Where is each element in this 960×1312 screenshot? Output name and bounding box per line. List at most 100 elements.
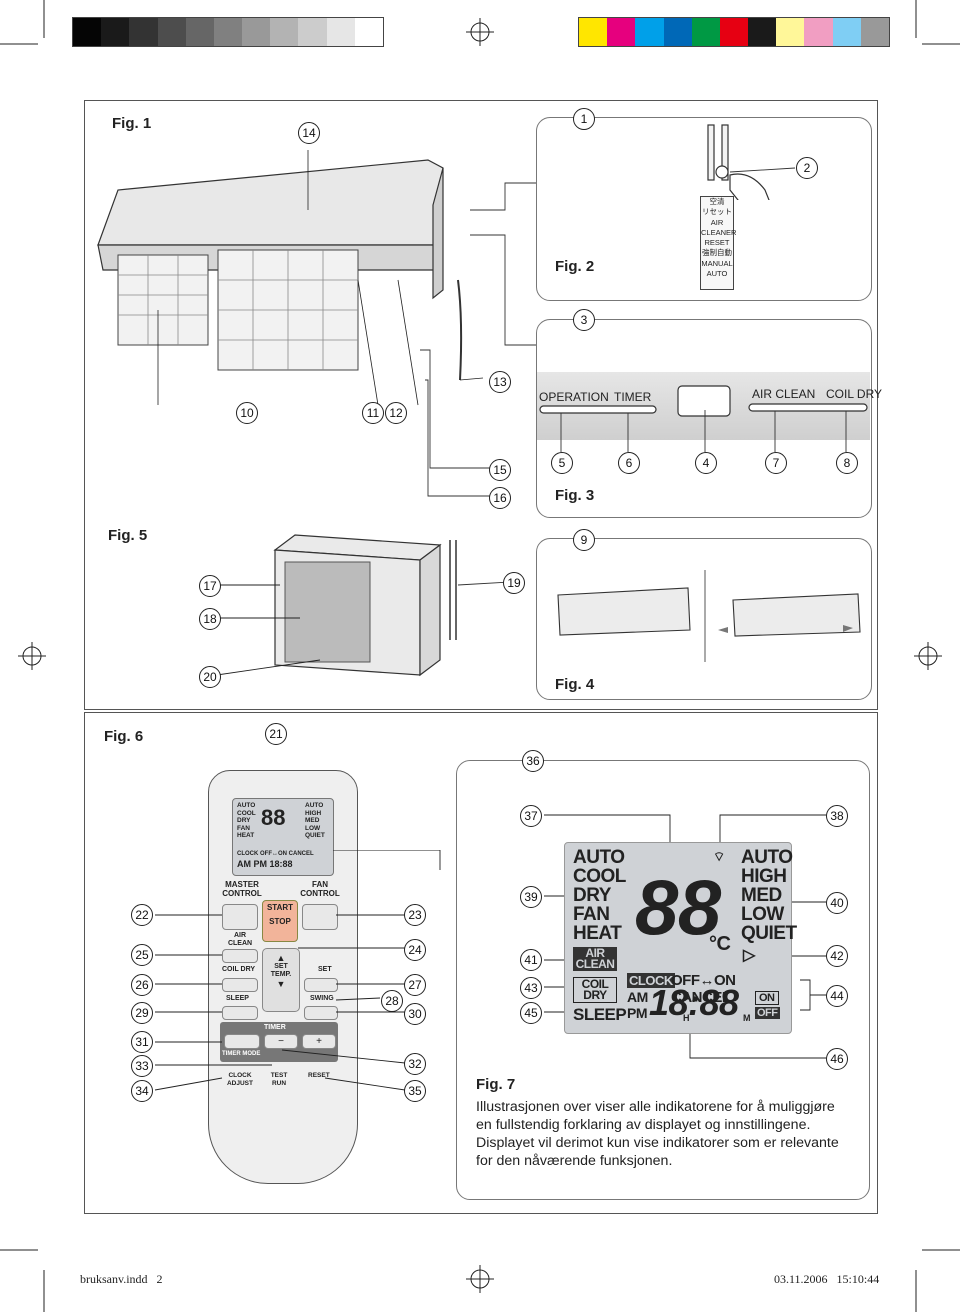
- lcd-mode-heat: HEAT: [573, 923, 622, 944]
- callout-41: 41: [520, 949, 542, 971]
- callout-15: 15: [489, 459, 511, 481]
- timer-minus-button[interactable]: −: [264, 1034, 298, 1049]
- remote-coil-dry-label: COIL DRY: [222, 966, 256, 973]
- lcd-mode-dry: DRY: [573, 885, 611, 906]
- callout-45: 45: [520, 1002, 542, 1024]
- gray-swatch: [213, 18, 243, 46]
- remote-master-control-label: MASTER CONTROL: [222, 880, 262, 898]
- callout-19: 19: [503, 572, 525, 594]
- callout-12: 12: [385, 402, 407, 424]
- color-swatch: [579, 18, 608, 46]
- callout-36: 36: [522, 750, 544, 772]
- callout-5: 5: [551, 452, 573, 474]
- lcd-off-on-cancel: OFF↔ON CANCEL: [671, 972, 736, 1006]
- start-stop-button[interactable]: START STOP: [262, 900, 298, 942]
- gray-swatch: [157, 18, 186, 46]
- lcd-air-clean: AIR CLEAN: [573, 947, 617, 971]
- remote-timer-mode-label: TIMER MODE: [222, 1051, 261, 1057]
- callout-4: 4: [695, 452, 717, 474]
- air-clean-button[interactable]: [222, 949, 258, 963]
- callout-9: 9: [573, 529, 595, 551]
- registration-target-right: [914, 642, 942, 670]
- fig7-lcd-display: AUTO COOL DRY FAN HEAT 88 °C ⌔ AUTO HIGH…: [564, 842, 797, 1034]
- callout-34: 34: [131, 1080, 153, 1102]
- color-swatch: [776, 18, 805, 46]
- fig6-label: Fig. 6: [104, 728, 144, 745]
- color-scale-bar: [578, 17, 890, 47]
- lcd-unit: °C: [709, 933, 731, 955]
- fig2-reset-label: 空清 リセット AIR CLEANER RESET 強制自動 MANUAL AU…: [700, 196, 736, 290]
- swing-button[interactable]: [304, 1006, 338, 1020]
- temp-down-icon[interactable]: ▼: [276, 979, 286, 989]
- callout-39: 39: [520, 886, 542, 908]
- callout-27: 27: [404, 974, 426, 996]
- panel-timer-label: TIMER: [614, 390, 652, 404]
- reset-label-line8: AUTO: [706, 269, 728, 279]
- callout-26: 26: [131, 974, 153, 996]
- callout-23: 23: [404, 904, 426, 926]
- registration-target-bottom: [466, 1265, 494, 1293]
- set-button[interactable]: [304, 978, 338, 992]
- plus-icon: +: [316, 1036, 322, 1047]
- gray-swatch: [185, 18, 214, 46]
- fan-control-button[interactable]: [302, 904, 338, 930]
- lcd-h: H: [683, 1013, 690, 1023]
- color-swatch: [607, 18, 636, 46]
- callout-20: 20: [199, 666, 221, 688]
- fig7-line1: Illustrasjonen over viser alle indikator…: [476, 1099, 835, 1115]
- sleep-button[interactable]: [222, 1006, 258, 1020]
- callout-38: 38: [826, 805, 848, 827]
- lcd-coil-dry: COIL DRY: [573, 977, 617, 1003]
- master-control-button[interactable]: [222, 904, 258, 930]
- gray-swatch: [354, 18, 383, 46]
- lcd-sleep: SLEEP: [573, 1005, 627, 1024]
- callout-44: 44: [826, 985, 848, 1007]
- callout-24: 24: [404, 939, 426, 961]
- callout-32: 32: [404, 1053, 426, 1075]
- fig3-label: Fig. 3: [555, 487, 595, 504]
- callout-11: 11: [362, 402, 384, 424]
- remote-lcd-clock: CLOCK OFF↔ON CANCEL: [237, 851, 314, 857]
- callout-46: 46: [826, 1048, 848, 1070]
- reset-label-line6: 強制自動: [702, 248, 732, 258]
- gray-swatch: [326, 18, 355, 46]
- color-swatch: [635, 18, 664, 46]
- footer-timestamp: 03.11.2006 15:10:44: [774, 1272, 880, 1286]
- callout-42: 42: [826, 945, 848, 967]
- fig2-label: Fig. 2: [555, 258, 595, 275]
- stop-label: STOP: [269, 917, 291, 926]
- gray-swatch: [270, 18, 299, 46]
- timer-plus-button[interactable]: +: [302, 1034, 336, 1049]
- panel-coil-dry-label: COIL DRY: [826, 387, 883, 401]
- panel-air-clean-label: AIR CLEAN: [752, 387, 816, 401]
- callout-8: 8: [836, 452, 858, 474]
- reset-label-line7: MANUAL: [701, 258, 733, 268]
- remote-clock-adjust-label: CLOCK ADJUST: [226, 1072, 253, 1087]
- set-temp-label: SET TEMP.: [270, 963, 292, 978]
- temp-up-icon[interactable]: ▲: [276, 953, 286, 963]
- fig1-label: Fig. 1: [112, 115, 152, 132]
- callout-17: 17: [199, 575, 221, 597]
- fig5-label: Fig. 5: [108, 527, 148, 544]
- callout-40: 40: [826, 892, 848, 914]
- remote-swing-label: SWING: [310, 995, 334, 1002]
- reset-label-line5: RESET: [704, 238, 730, 248]
- lcd-fan-auto: AUTO: [741, 847, 793, 868]
- remote-set-label: SET: [318, 966, 332, 973]
- fig3-indicator-bars: [539, 385, 868, 452]
- remote-timer-label: TIMER: [264, 1024, 286, 1031]
- lcd-fan-low: LOW: [741, 904, 784, 925]
- fig7-line3: Displayet vil derimot kun vise indikator…: [476, 1135, 839, 1151]
- timer-mode-button[interactable]: [224, 1034, 260, 1049]
- lcd-fan-high: HIGH: [741, 866, 787, 887]
- color-swatch: [832, 18, 861, 46]
- lcd-off: OFF: [755, 1007, 780, 1019]
- coil-dry-button[interactable]: [222, 978, 258, 992]
- lcd-fan-med: MED: [741, 885, 782, 906]
- callout-2: 2: [796, 157, 818, 179]
- reset-label-line3: AIR: [710, 217, 724, 227]
- remote-fan-control-label: FAN CONTROL: [300, 880, 340, 898]
- color-swatch: [860, 18, 889, 46]
- lcd-mode-auto: AUTO: [573, 847, 625, 868]
